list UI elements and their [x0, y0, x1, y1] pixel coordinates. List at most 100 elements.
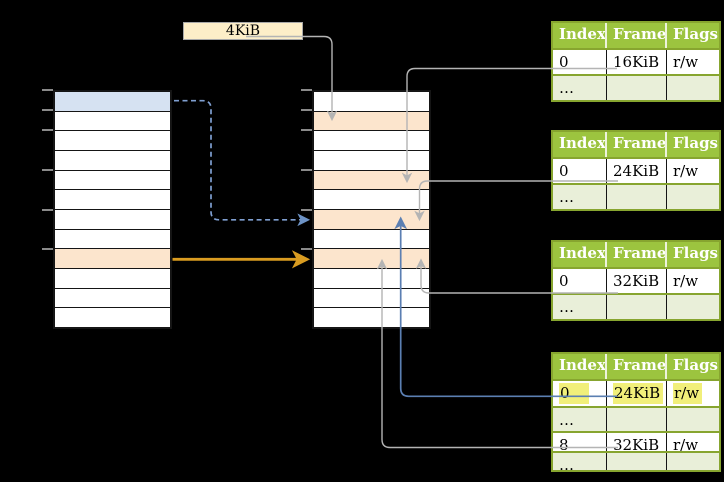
page-table-1: Index Frame Flags 0 16KiB r/w …	[551, 21, 721, 102]
page-size-label: 4KiB	[225, 23, 261, 39]
address-tick	[301, 89, 312, 91]
column-header-index: Index	[553, 242, 607, 267]
page-table-4: Index Frame Flags 0 24KiB r/w … 8 32KiB …	[551, 352, 721, 472]
memory-cell	[314, 131, 429, 152]
index-cell: …	[553, 76, 607, 100]
table-row-highlighted: 0 24KiB r/w	[553, 379, 719, 406]
column-header-flags: Flags	[673, 134, 718, 152]
address-tick	[301, 169, 312, 171]
table-row: …	[553, 183, 719, 209]
flags-cell	[667, 453, 719, 470]
memory-cell	[55, 190, 170, 211]
index-cell: …	[553, 453, 607, 470]
table-row: 0 24KiB r/w	[553, 157, 719, 183]
column-header-flags: Flags	[673, 25, 718, 43]
virtual-memory-column	[53, 90, 172, 329]
memory-cell	[314, 269, 429, 289]
column-header-index: Index	[553, 132, 607, 157]
page-table-3: Index Frame Flags 0 32KiB r/w …	[551, 240, 721, 321]
memory-cell	[55, 131, 170, 152]
memory-cell	[314, 308, 429, 328]
table-header-row: Index Frame Flags	[553, 132, 719, 157]
column-header-frame: Frame	[607, 242, 667, 267]
frame-cell: 24KiB	[607, 159, 667, 183]
flags-cell: r/w	[673, 272, 699, 290]
frame-cell: 16KiB	[607, 50, 667, 74]
column-header-frame: Frame	[607, 23, 667, 48]
memory-cell	[55, 151, 170, 171]
memory-cell	[55, 269, 170, 289]
address-tick	[301, 129, 312, 131]
flags-cell	[667, 185, 719, 209]
address-tick	[42, 89, 53, 91]
address-tick	[42, 248, 53, 250]
address-tick	[42, 209, 53, 211]
highlighted-value: 24KiB	[613, 383, 664, 404]
page-size-box: 4KiB	[183, 22, 303, 40]
address-tick	[301, 248, 312, 250]
physical-frame-4kib	[314, 111, 429, 132]
address-tick	[42, 129, 53, 131]
flags-cell	[667, 408, 719, 431]
column-header-frame: Frame	[607, 354, 667, 379]
index-cell: …	[553, 185, 607, 209]
virtual-page-mapped-orange	[55, 249, 170, 270]
frame-cell	[607, 185, 667, 209]
table-header-row: Index Frame Flags	[553, 23, 719, 48]
physical-frame-16kib	[314, 170, 429, 191]
memory-cell	[314, 151, 429, 171]
flags-cell: r/w	[667, 381, 719, 406]
table-row: …	[553, 451, 719, 470]
table-row: …	[553, 406, 719, 431]
column-header-index: Index	[553, 23, 607, 48]
memory-cell	[55, 210, 170, 230]
address-tick	[301, 209, 312, 211]
address-tick	[42, 169, 53, 171]
flags-cell	[667, 295, 719, 319]
table-header-row: Index Frame Flags	[553, 354, 719, 379]
table-row: 0 16KiB r/w	[553, 48, 719, 74]
index-cell: 0	[553, 269, 607, 293]
table-header-row: Index Frame Flags	[553, 242, 719, 267]
arrow-virtual-blue-page-to-frame	[174, 99, 311, 227]
frame-cell	[607, 76, 667, 100]
flags-cell: r/w	[673, 162, 699, 180]
flags-cell	[667, 76, 719, 100]
frame-cell: 32KiB	[607, 433, 667, 451]
memory-cell	[314, 229, 429, 250]
memory-cell	[55, 229, 170, 250]
index-cell: 0	[553, 381, 607, 406]
index-cell: 0	[553, 159, 607, 183]
memory-cell	[55, 288, 170, 309]
flags-cell: r/w	[673, 436, 699, 451]
memory-cell	[314, 190, 429, 211]
frame-cell: 32KiB	[607, 269, 667, 293]
physical-frame-32kib	[314, 249, 429, 270]
table-row: 0 32KiB r/w	[553, 267, 719, 293]
index-cell: 0	[553, 50, 607, 74]
physical-memory-column	[312, 90, 431, 329]
column-header-frame: Frame	[607, 132, 667, 157]
memory-cell	[55, 170, 170, 191]
index-cell: 8	[553, 433, 607, 451]
flags-cell: r/w	[673, 53, 699, 71]
memory-cell	[314, 288, 429, 309]
column-header-index: Index	[553, 354, 607, 379]
address-tick	[42, 109, 53, 111]
index-cell: …	[553, 295, 607, 319]
highlighted-value: r/w	[673, 383, 703, 404]
memory-cell	[314, 92, 429, 112]
memory-cell	[55, 308, 170, 328]
column-header-flags: Flags	[673, 356, 718, 374]
frame-cell	[607, 408, 667, 431]
virtual-page-mapped-blue	[55, 92, 170, 112]
table-row: …	[553, 293, 719, 319]
frame-cell	[607, 453, 667, 470]
address-tick	[301, 109, 312, 111]
table-row: 8 32KiB r/w	[553, 431, 719, 451]
frame-cell	[607, 295, 667, 319]
column-header-flags: Flags	[673, 244, 718, 262]
table-row: …	[553, 74, 719, 100]
memory-cell	[55, 111, 170, 132]
